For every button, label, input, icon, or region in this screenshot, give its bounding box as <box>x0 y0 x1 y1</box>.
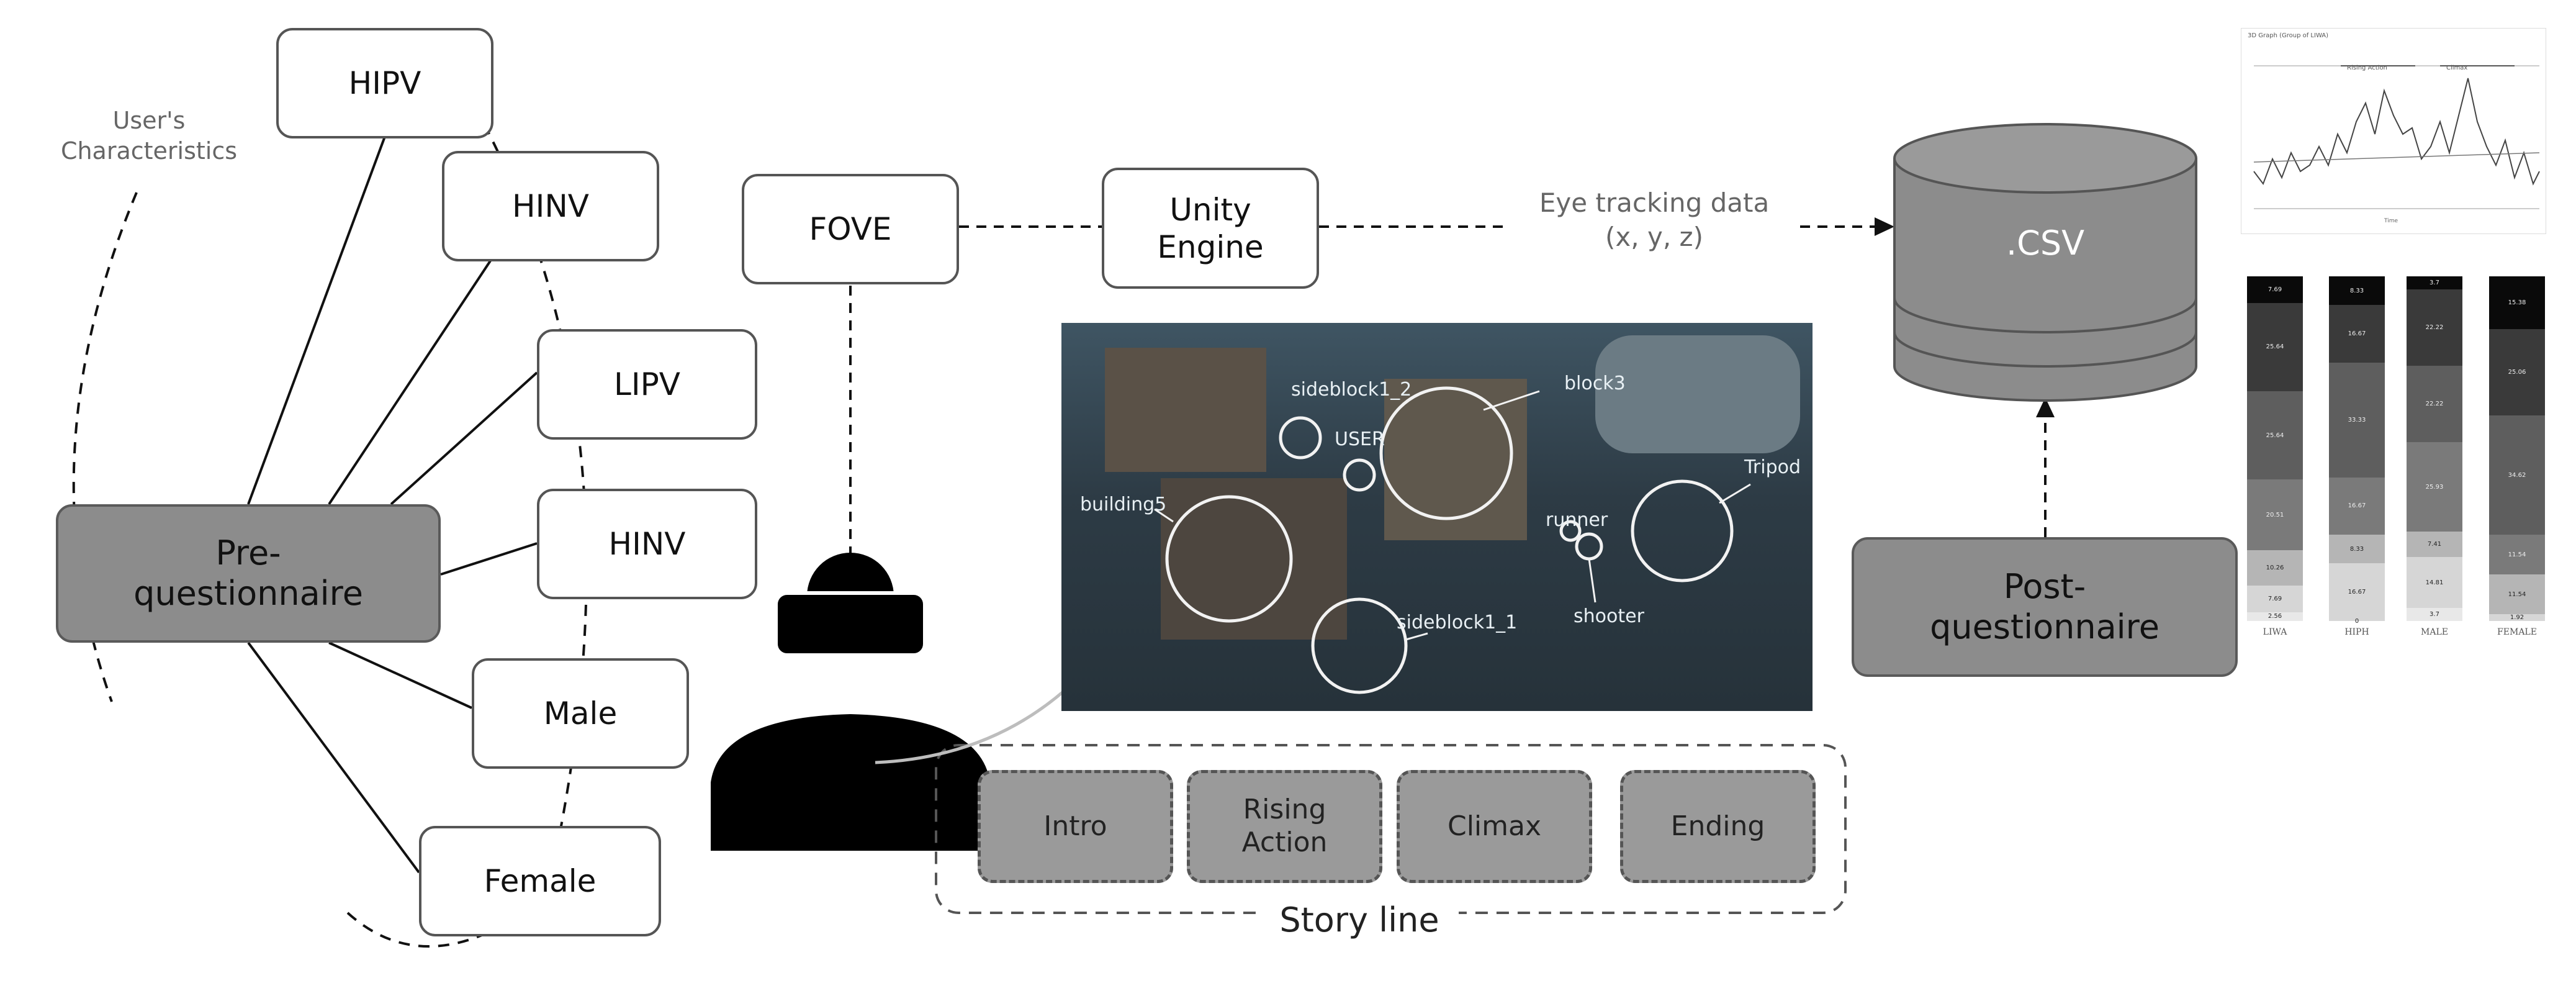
fove-box: FOVE <box>742 174 959 284</box>
label-block3: block3 <box>1564 373 1626 394</box>
bar-label-liwa: LIWA <box>2263 627 2287 637</box>
bar-segment: 25.06 <box>2489 329 2545 416</box>
graph-mark-climax: Climax <box>2446 65 2468 71</box>
bar-segment: 7.69 <box>2247 276 2303 303</box>
characteristics-label: User's Characteristics <box>60 107 238 165</box>
graph-title: 3D Graph (Group of LIWA) <box>2248 32 2329 39</box>
bar-segment: 2.56 <box>2247 612 2303 621</box>
bar-segment: 16.67 <box>2329 477 2385 535</box>
label-runner: runner <box>1546 509 1608 531</box>
label-sideblock1-1: sideblock1_1 <box>1397 612 1518 633</box>
bar-segment: 1.92 <box>2489 614 2545 621</box>
characteristic-hinv-2: HINV <box>537 489 757 599</box>
characteristic-female: Female <box>419 826 661 936</box>
story-stage-rising-action: Rising Action <box>1187 770 1382 883</box>
story-stage-climax: Climax <box>1397 770 1592 883</box>
scene-building-block <box>1105 348 1266 472</box>
characteristics-arc-bottom <box>346 912 491 948</box>
characteristic-hinv-1: HINV <box>442 151 659 261</box>
bar-segment: 15.38 <box>2489 276 2545 330</box>
bar-segment: 8.33 <box>2329 535 2385 564</box>
csv-database-icon <box>1893 123 2197 402</box>
bar-label-male: MALE <box>2421 627 2448 637</box>
bar-segment: 16.67 <box>2329 305 2385 363</box>
scene-building-block <box>1595 335 1800 453</box>
bar-segment: 25.93 <box>2407 442 2462 532</box>
scene-building-block <box>1384 379 1527 540</box>
unity-engine-box: Unity Engine <box>1102 168 1319 289</box>
bar-segment: 7.69 <box>2247 586 2303 612</box>
label-building5: building5 <box>1080 494 1167 515</box>
arrowhead-csv <box>1875 217 1894 236</box>
characteristic-lipv: LIPV <box>537 329 757 440</box>
story-stage-ending: Ending <box>1620 770 1816 883</box>
bar-segment: 3.7 <box>2407 608 2462 621</box>
bar-label-female: FEMALE <box>2497 627 2537 637</box>
graph-plot <box>2253 65 2540 209</box>
bar-segment: 20.51 <box>2247 479 2303 551</box>
label-user: USER <box>1335 428 1385 450</box>
flow-dashes <box>849 225 2047 556</box>
story-frame <box>935 744 1847 914</box>
graph-mark-rising: Rising Action <box>2347 65 2387 71</box>
csv-label: .CSV <box>2006 224 2085 263</box>
label-tripod: Tripod <box>1744 456 1801 478</box>
scene-building-block <box>1161 478 1347 640</box>
bar-segment: 33.33 <box>2329 362 2385 478</box>
characteristic-hipv: HIPV <box>276 28 493 138</box>
gaze-line-graph-thumbnail: 3D Graph (Group of LIWA) Rising Action C… <box>2241 28 2546 234</box>
user-silhouette-icon <box>711 553 990 851</box>
characteristics-arc <box>72 192 138 702</box>
bar-label-hiph: HIPH <box>2344 627 2369 637</box>
post-questionnaire-box: Post- questionnaire <box>1852 537 2238 677</box>
label-sideblock1-2: sideblock1_2 <box>1291 379 1412 401</box>
story-stage-intro: Intro <box>978 770 1173 883</box>
pre-questionnaire-box: Pre- questionnaire <box>56 504 441 643</box>
bar-segment: 10.26 <box>2247 550 2303 586</box>
bar-segment: 25.64 <box>2247 391 2303 480</box>
story-line-label: Story line <box>1260 900 1459 940</box>
bar-segment: 7.41 <box>2407 532 2462 558</box>
arrowhead-post <box>2036 397 2055 417</box>
bar-segment: 8.33 <box>2329 276 2385 306</box>
bar-segment: 16.67 <box>2329 563 2385 621</box>
game-scene-image: sideblock1_2 USER block3 Tripod building… <box>1061 323 1813 711</box>
graph-xlabel: Time <box>2384 218 2398 224</box>
scene-markers <box>1154 386 1751 694</box>
bar-segment: 14.81 <box>2407 557 2462 609</box>
characteristic-male: Male <box>472 658 689 769</box>
bar-segment: 11.54 <box>2489 574 2545 615</box>
bar-segment: 22.22 <box>2407 289 2462 366</box>
bar-segment: 11.54 <box>2489 535 2545 575</box>
bar-segment: 3.7 <box>2407 276 2462 289</box>
eye-tracking-label: Eye tracking data (x, y, z) <box>1539 188 1770 252</box>
characteristic-links <box>247 136 538 874</box>
bar-segment: 25.64 <box>2247 302 2303 391</box>
label-shooter: shooter <box>1574 605 1644 627</box>
bar-segment: 34.62 <box>2489 415 2545 535</box>
bar-segment: 22.22 <box>2407 365 2462 443</box>
